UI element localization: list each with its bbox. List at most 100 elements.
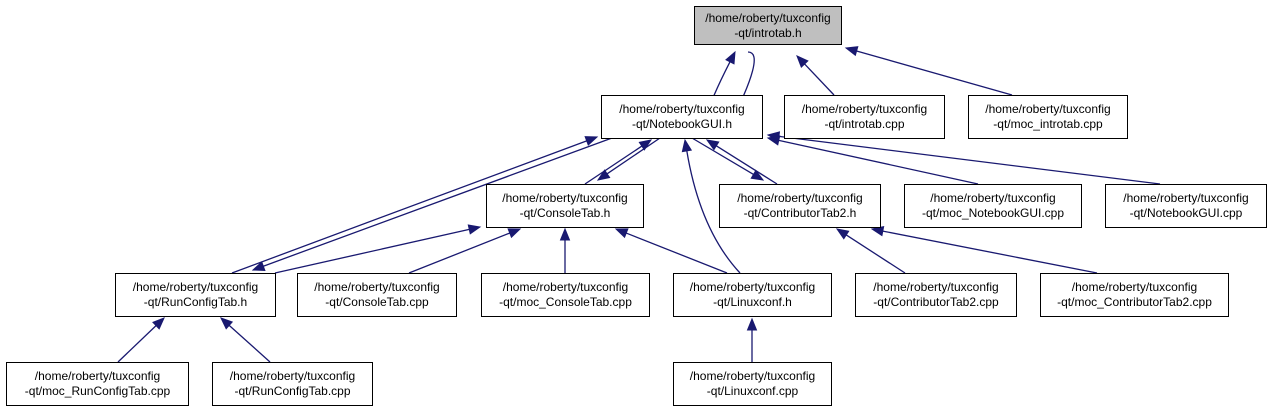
edge-arrowhead <box>835 228 850 240</box>
edge-line <box>584 145 643 185</box>
edge-line <box>715 145 778 185</box>
node-path-line1: /home/roberty/tuxconfig <box>705 11 830 25</box>
node-consoletab-h[interactable]: /home/roberty/tuxconfig-qt/ConsoleTab.h <box>486 184 644 228</box>
node-box[interactable] <box>6 362 189 406</box>
node-contributortab2-h[interactable]: /home/roberty/tuxconfig-qt/ContributorTa… <box>719 184 881 228</box>
edge-notebookgui_h-to-contributortab2_h <box>691 137 765 181</box>
node-moc-contributortab2-cpp[interactable]: /home/roberty/tuxconfig-qt/moc_Contribut… <box>1040 273 1229 317</box>
node-path-line1: /home/roberty/tuxconfig <box>930 191 1055 205</box>
node-moc-introtab-cpp[interactable]: /home/roberty/tuxconfig-qt/moc_introtab.… <box>968 95 1128 139</box>
edge-arrowhead <box>507 228 522 239</box>
node-moc-consoletab-cpp[interactable]: /home/roberty/tuxconfig-qt/moc_ConsoleTa… <box>481 273 650 317</box>
node-box[interactable] <box>486 184 644 228</box>
node-notebookgui-h[interactable]: /home/roberty/tuxconfig-qt/NotebookGUI.h <box>601 95 763 139</box>
edge-arrowhead <box>705 139 720 151</box>
node-path-line1: /home/roberty/tuxconfig <box>35 369 160 383</box>
node-moc-notebookgui-cpp[interactable]: /home/roberty/tuxconfig-qt/moc_NotebookG… <box>904 184 1082 228</box>
edge-notebookgui_h-to-consoletab_h <box>596 137 661 181</box>
edge-arrowhead <box>725 50 736 65</box>
node-path-line1: /home/roberty/tuxconfig <box>133 280 258 294</box>
edge-arrowhead <box>467 224 482 235</box>
node-path-line2: -qt/Linuxconf.h <box>713 295 792 309</box>
node-path-line1: /home/roberty/tuxconfig <box>619 102 744 116</box>
edge-moc_runconfigtab_cpp-to-runconfigtab_h <box>117 317 165 363</box>
node-box[interactable] <box>601 95 763 139</box>
edge-consoletab_h-to-notebookgui_h <box>584 139 653 185</box>
edge-line <box>691 137 754 175</box>
node-moc-runconfigtab-cpp[interactable]: /home/roberty/tuxconfig-qt/moc_RunConfig… <box>6 362 189 406</box>
node-path-line1: /home/roberty/tuxconfig <box>873 280 998 294</box>
node-box[interactable] <box>968 95 1128 139</box>
edge-line <box>882 230 1098 274</box>
node-box[interactable] <box>297 273 457 317</box>
nodes-layer: /home/roberty/tuxconfig-qt/introtab.h/ho… <box>6 6 1267 406</box>
node-box[interactable] <box>855 273 1017 317</box>
edge-arrowhead <box>559 227 571 241</box>
node-path-line2: -qt/moc_NotebookGUI.cpp <box>922 206 1064 220</box>
node-box[interactable] <box>673 362 832 406</box>
node-box[interactable] <box>694 6 842 45</box>
node-consoletab-cpp[interactable]: /home/roberty/tuxconfig-qt/ConsoleTab.cp… <box>297 273 457 317</box>
node-contributortab2-cpp[interactable]: /home/roberty/tuxconfig-qt/ContributorTa… <box>855 273 1017 317</box>
edge-contributortab2_h-to-notebookgui_h <box>705 139 778 185</box>
edge-arrowhead <box>220 317 234 330</box>
node-introtab-h[interactable]: /home/roberty/tuxconfig-qt/introtab.h <box>694 6 842 45</box>
node-box[interactable] <box>115 273 276 317</box>
node-runconfigtab-h[interactable]: /home/roberty/tuxconfig-qt/RunConfigTab.… <box>115 273 276 317</box>
edge-line <box>778 135 1161 185</box>
node-linuxconf-h[interactable]: /home/roberty/tuxconfig-qt/Linuxconf.h <box>673 273 832 317</box>
node-notebookgui-cpp[interactable]: /home/roberty/tuxconfig-qt/NotebookGUI.c… <box>1105 184 1267 228</box>
edge-line <box>778 139 979 185</box>
node-introtab-cpp[interactable]: /home/roberty/tuxconfig-qt/introtab.cpp <box>784 95 945 139</box>
edge-arrowhead <box>796 55 809 68</box>
edge-line <box>228 324 271 363</box>
node-path-line2: -qt/moc_ContributorTab2.cpp <box>1057 295 1212 309</box>
node-path-line2: -qt/Linuxconf.cpp <box>707 384 799 398</box>
edge-line <box>686 150 741 274</box>
node-path-line2: -qt/RunConfigTab.h <box>144 295 247 309</box>
node-path-line1: /home/roberty/tuxconfig <box>502 191 627 205</box>
node-box[interactable] <box>904 184 1082 228</box>
node-path-line1: /home/roberty/tuxconfig <box>802 102 927 116</box>
node-box[interactable] <box>212 362 373 406</box>
node-path-line2: -qt/NotebookGUI.cpp <box>1130 206 1243 220</box>
node-path-line1: /home/roberty/tuxconfig <box>985 102 1110 116</box>
edge-moc_notebookgui_cpp-to-notebookgui_h <box>766 135 979 185</box>
node-path-line2: -qt/ContributorTab2.h <box>744 206 857 220</box>
node-path-line1: /home/roberty/tuxconfig <box>737 191 862 205</box>
edge-line <box>845 234 906 274</box>
node-runconfigtab-cpp[interactable]: /home/roberty/tuxconfig-qt/RunConfigTab.… <box>212 362 373 406</box>
edge-arrowhead <box>152 317 165 330</box>
node-path-line2: -qt/NotebookGUI.h <box>632 117 732 131</box>
edge-notebookgui_cpp-to-notebookgui_h <box>766 131 1161 185</box>
node-path-line1: /home/roberty/tuxconfig <box>230 369 355 383</box>
edge-arrowhead <box>746 317 758 331</box>
edge-linuxconf_h-to-notebookgui_h <box>681 138 741 274</box>
node-path-line1: /home/roberty/tuxconfig <box>503 280 628 294</box>
node-box[interactable] <box>481 273 650 317</box>
edge-arrowhead <box>584 136 599 146</box>
edge-introtab_cpp-to-introtab_h <box>796 55 835 96</box>
edge-runconfigtab_h-to-consoletab_h <box>274 224 482 274</box>
node-box[interactable] <box>1105 184 1267 228</box>
edge-runconfigtab_cpp-to-runconfigtab_h <box>220 317 271 363</box>
edge-linuxconf_h-to-consoletab_h <box>614 228 728 274</box>
node-linuxconf-cpp[interactable]: /home/roberty/tuxconfig-qt/Linuxconf.cpp <box>673 362 832 406</box>
edge-line <box>231 140 587 274</box>
edge-consoletab_cpp-to-consoletab_h <box>408 228 522 274</box>
node-path-line2: -qt/introtab.h <box>734 26 801 40</box>
node-box[interactable] <box>784 95 945 139</box>
edge-arrowhead <box>870 226 885 237</box>
edge-line <box>117 325 157 363</box>
node-path-line2: -qt/RunConfigTab.cpp <box>234 384 350 398</box>
edge-notebookgui_h-to-runconfigtab_h <box>251 137 613 271</box>
edge-line <box>606 137 661 175</box>
edge-moc_consoletab_cpp-to-consoletab_h <box>559 227 571 273</box>
node-path-line1: /home/roberty/tuxconfig <box>1072 280 1197 294</box>
node-box[interactable] <box>673 273 832 317</box>
node-box[interactable] <box>719 184 881 228</box>
node-path-line1: /home/roberty/tuxconfig <box>314 280 439 294</box>
node-path-line1: /home/roberty/tuxconfig <box>690 369 815 383</box>
node-box[interactable] <box>1040 273 1229 317</box>
